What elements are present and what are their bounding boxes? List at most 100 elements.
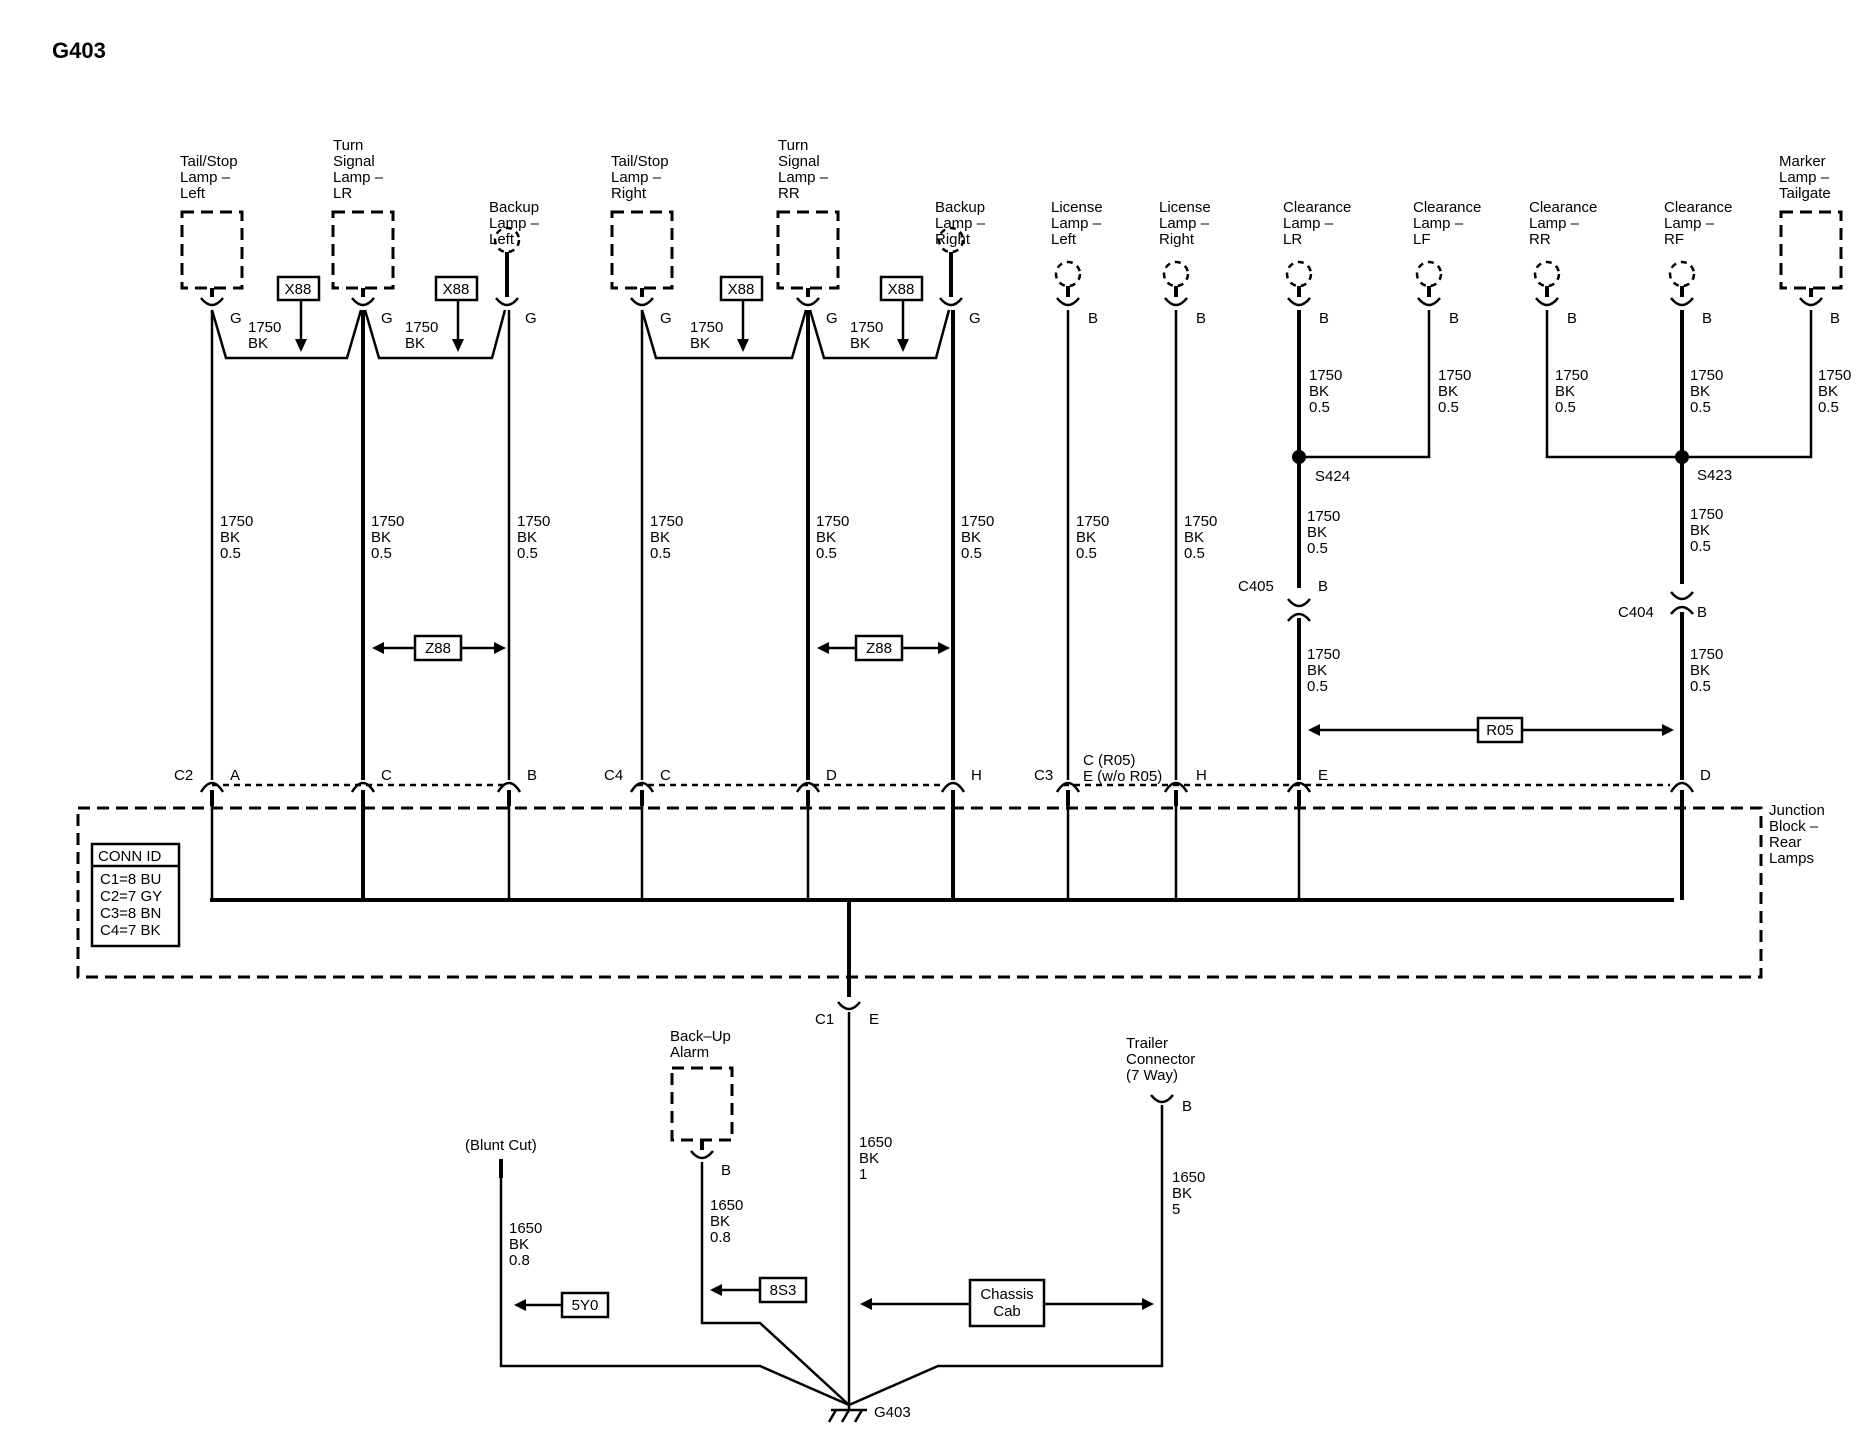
svg-text:1750: 1750 — [1818, 367, 1851, 384]
c2-pin-b: B — [496, 767, 537, 806]
svg-text:Tail/Stop: Tail/Stop — [611, 153, 669, 170]
svg-text:0.5: 0.5 — [961, 545, 982, 562]
wire-trailer — [848, 1105, 1164, 1407]
svg-text:Lamp –: Lamp – — [333, 169, 384, 186]
svg-text:1750: 1750 — [1555, 367, 1588, 384]
ground-g403-symbol — [827, 1408, 867, 1423]
svg-text:1750: 1750 — [1076, 513, 1109, 530]
svg-text:G: G — [525, 310, 537, 327]
svg-text:X88: X88 — [443, 281, 470, 298]
svg-text:Lamp –: Lamp – — [778, 169, 829, 186]
terminal-b-clearance-lr: B — [1287, 286, 1329, 327]
backup-lamp-right-label: Backup Lamp – Right — [935, 199, 986, 248]
svg-text:BK: BK — [1307, 662, 1327, 679]
svg-text:BK: BK — [1184, 529, 1204, 546]
svg-text:1750: 1750 — [405, 319, 438, 336]
clearance-lamp-rr-label: Clearance Lamp – RR — [1529, 199, 1597, 248]
svg-text:5: 5 — [1172, 1201, 1180, 1218]
svg-text:Lamp –: Lamp – — [1051, 215, 1102, 232]
svg-text:Clearance: Clearance — [1283, 199, 1351, 216]
svg-text:1750: 1750 — [220, 513, 253, 530]
wire-label: 1750 BK 0.5 — [816, 513, 849, 562]
conn-id-table: CONN ID C1=8 BU C2=7 GY C3=8 BN C4=7 BK — [90, 842, 181, 948]
connector-c1: C1 E — [815, 977, 879, 1028]
terminal-g-backup-left: G — [495, 252, 537, 327]
conn-id-row: C4=7 BK — [100, 922, 160, 939]
svg-text:C: C — [660, 767, 671, 784]
svg-text:BK: BK — [1172, 1185, 1192, 1202]
svg-text:Lamp –: Lamp – — [935, 215, 986, 232]
clearance-lamp-rf-label: Clearance Lamp – RF — [1664, 199, 1732, 248]
svg-text:Block –: Block – — [1769, 818, 1819, 835]
license-lamp-left — [1054, 260, 1082, 288]
svg-text:BK: BK — [961, 529, 981, 546]
svg-text:Lamp –: Lamp – — [180, 169, 231, 186]
svg-text:LR: LR — [1283, 231, 1302, 248]
svg-text:1750: 1750 — [1690, 646, 1723, 663]
c2-pin-c: C — [350, 767, 392, 806]
svg-text:0.5: 0.5 — [1818, 399, 1839, 416]
svg-text:0.5: 0.5 — [1438, 399, 1459, 416]
wire-label: 1750 BK 0.5 — [1438, 367, 1471, 416]
svg-text:RF: RF — [1664, 231, 1684, 248]
wire-label: 1750 BK — [690, 319, 723, 352]
svg-text:1750: 1750 — [816, 513, 849, 530]
svg-text:Trailer: Trailer — [1126, 1035, 1168, 1052]
svg-text:BK: BK — [1555, 383, 1575, 400]
svg-text:A: A — [230, 767, 240, 784]
terminal-g-backup-right: G — [939, 252, 981, 327]
svg-text:Lamp –: Lamp – — [1413, 215, 1464, 232]
svg-text:0.8: 0.8 — [509, 1252, 530, 1269]
terminal-b-license-right: B — [1164, 286, 1206, 327]
svg-text:1: 1 — [859, 1166, 867, 1183]
terminal-b-clearance-lf: B — [1417, 286, 1459, 327]
r05-option-bracket: R05 — [1308, 716, 1674, 744]
x88-wire-left-2 — [363, 309, 507, 360]
svg-text:Lamp –: Lamp – — [1529, 215, 1580, 232]
svg-text:Lamp –: Lamp – — [611, 169, 662, 186]
svg-text:Left: Left — [489, 231, 515, 248]
svg-text:RR: RR — [1529, 231, 1551, 248]
terminal-b-marker-tailgate: B — [1799, 288, 1840, 327]
x88-wire-mid-1 — [640, 309, 808, 360]
wire-label: 1750 BK 0.5 — [220, 513, 253, 562]
svg-text:D: D — [826, 767, 837, 784]
svg-text:1750: 1750 — [1309, 367, 1342, 384]
tail-stop-lamp-left-label: Tail/Stop Lamp – Left — [180, 153, 238, 202]
connector-c2-label: C2 — [174, 767, 193, 784]
terminal-b-backup-alarm: B — [690, 1140, 731, 1179]
svg-text:G: G — [230, 310, 242, 327]
svg-text:Connector: Connector — [1126, 1051, 1195, 1068]
svg-text:Turn: Turn — [333, 137, 363, 154]
svg-text:B: B — [721, 1162, 731, 1179]
svg-text:Rear: Rear — [1769, 834, 1802, 851]
backup-lamp-left — [493, 226, 521, 254]
svg-text:0.5: 0.5 — [517, 545, 538, 562]
svg-text:B: B — [1697, 604, 1707, 621]
backup-alarm — [670, 1066, 734, 1142]
svg-text:G: G — [826, 310, 838, 327]
conn-id-row: C2=7 GY — [100, 888, 162, 905]
terminal-b-trailer: B — [1150, 1094, 1192, 1115]
svg-text:Clearance: Clearance — [1413, 199, 1481, 216]
connector-c3-label: C3 — [1034, 767, 1053, 784]
svg-text:C405: C405 — [1238, 578, 1274, 595]
svg-text:1750: 1750 — [371, 513, 404, 530]
svg-text:1750: 1750 — [1184, 513, 1217, 530]
wire-label: 1750 BK 0.5 — [1076, 513, 1109, 562]
clearance-lamp-lr-label: Clearance Lamp – LR — [1283, 199, 1351, 248]
svg-text:Alarm: Alarm — [670, 1044, 709, 1061]
connector-c404: C404 B — [1618, 591, 1707, 780]
svg-text:Lamp –: Lamp – — [1664, 215, 1715, 232]
wire-marker-tailgate — [1682, 310, 1813, 459]
svg-text:Clearance: Clearance — [1664, 199, 1732, 216]
svg-text:X88: X88 — [728, 281, 755, 298]
svg-text:Chassis: Chassis — [980, 1286, 1033, 1303]
license-lamp-right-label: License Lamp – Right — [1159, 199, 1211, 248]
junction-block-label: Junction Block – Rear Lamps — [1769, 802, 1825, 867]
option-8s3-box: 8S3 — [710, 1276, 808, 1304]
svg-text:0.5: 0.5 — [1307, 678, 1328, 695]
svg-text:Signal: Signal — [333, 153, 375, 170]
svg-text:0.5: 0.5 — [1690, 538, 1711, 555]
z88-option-bracket: Z88 — [817, 634, 950, 662]
